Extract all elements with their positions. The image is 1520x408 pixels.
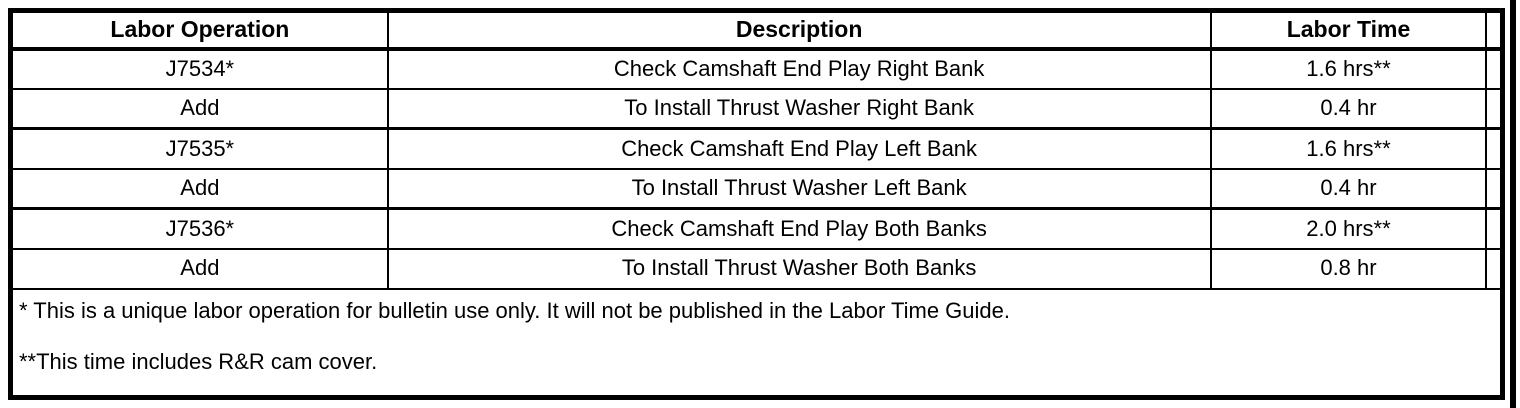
table-row: Add To Install Thrust Washer Right Bank … [10, 88, 1503, 130]
footnote-row: * This is a unique labor operation for b… [11, 289, 1503, 398]
cell-empty [1486, 88, 1503, 130]
cell-description: Check Camshaft End Play Right Bank [387, 48, 1212, 90]
cell-labor-time: 0.8 hr [1210, 248, 1488, 290]
column-header-description: Description [387, 10, 1212, 51]
cell-empty [1486, 48, 1503, 90]
cell-labor-operation: J7536* [10, 208, 389, 250]
labor-time-table-container: Labor Operation Description Labor Time J… [8, 8, 1505, 400]
cell-empty [1486, 208, 1503, 250]
footnote-rr-cam-cover: **This time includes R&R cam cover. [19, 348, 378, 374]
cell-empty [1486, 248, 1503, 290]
cell-labor-time: 0.4 hr [1210, 88, 1488, 130]
cell-description: Check Camshaft End Play Both Banks [387, 208, 1212, 250]
table-row: J7535* Check Camshaft End Play Left Bank… [10, 128, 1503, 170]
table-row: Add To Install Thrust Washer Left Bank 0… [10, 168, 1503, 210]
table-row: J7534* Check Camshaft End Play Right Ban… [10, 48, 1503, 90]
column-header-labor-operation: Labor Operation [10, 10, 389, 51]
cell-empty [1486, 168, 1503, 210]
cell-labor-operation: Add [10, 248, 389, 290]
cell-labor-time: 2.0 hrs** [1210, 208, 1488, 250]
cell-labor-operation: Add [10, 88, 389, 130]
column-header-labor-time: Labor Time [1210, 10, 1488, 51]
cell-labor-time: 1.6 hrs** [1210, 128, 1488, 170]
cell-labor-time: 0.4 hr [1210, 168, 1488, 210]
table-row: Add To Install Thrust Washer Both Banks … [10, 248, 1503, 290]
cell-description: To Install Thrust Washer Right Bank [387, 88, 1212, 130]
page-right-edge-rule [1510, 0, 1516, 408]
cell-labor-time: 1.6 hrs** [1210, 48, 1488, 90]
footnote-cell: * This is a unique labor operation for b… [11, 289, 1503, 398]
table-row: J7536* Check Camshaft End Play Both Bank… [10, 208, 1503, 250]
cell-labor-operation: J7534* [10, 48, 389, 90]
column-header-empty [1486, 10, 1503, 51]
cell-description: To Install Thrust Washer Both Banks [387, 248, 1212, 290]
cell-labor-operation: Add [10, 168, 389, 210]
cell-empty [1486, 128, 1503, 170]
footnote-unique-operation: * This is a unique labor operation for b… [19, 297, 1010, 323]
table-header-row: Labor Operation Description Labor Time [10, 10, 1503, 51]
cell-description: Check Camshaft End Play Left Bank [387, 128, 1212, 170]
cell-description: To Install Thrust Washer Left Bank [387, 168, 1212, 210]
cell-labor-operation: J7535* [10, 128, 389, 170]
labor-time-table: Labor Operation Description Labor Time J… [8, 8, 1505, 400]
